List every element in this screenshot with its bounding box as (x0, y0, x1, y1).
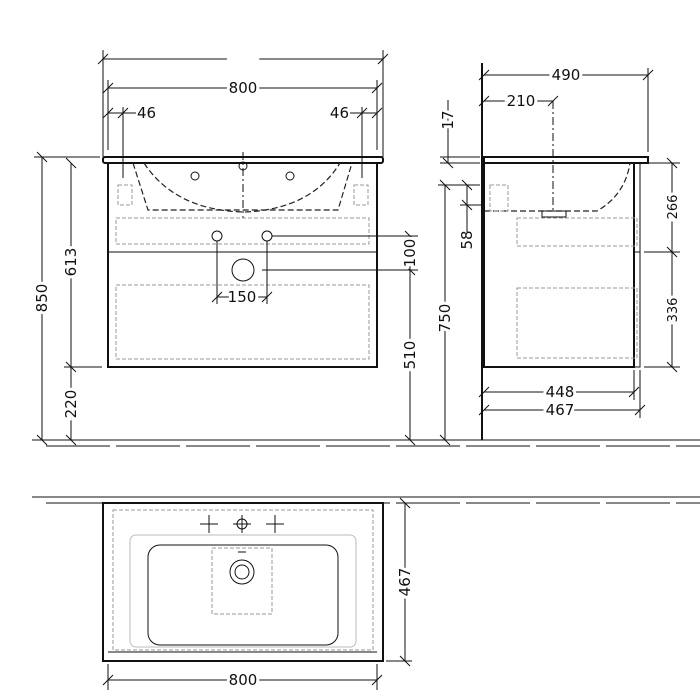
dim-448: 448 (546, 383, 575, 401)
cabinet-body (107, 162, 378, 368)
plan-drain-icon (229, 559, 255, 585)
tap-hole-icon (238, 161, 248, 171)
top-view (32, 496, 700, 662)
tap-cross-icon (200, 515, 218, 533)
dim-510: 510 (401, 341, 419, 370)
side-dimensions: 490 210 17 750 58 266 336 448 467 (433, 63, 684, 446)
dim-467-plan: 467 (396, 568, 414, 597)
dim-210: 210 (507, 92, 536, 110)
dim-750: 750 (436, 304, 454, 333)
floor-line (32, 439, 700, 447)
dim-17: 17 (439, 110, 457, 129)
waste-hole-icon (211, 230, 223, 242)
plan-countertop (102, 502, 384, 662)
side-basin-bowl (484, 162, 631, 212)
side-view (481, 63, 649, 440)
side-cabinet (483, 162, 635, 368)
top-dimensions: 467 800 (102, 497, 417, 692)
dim-850: 850 (33, 284, 51, 313)
drain-icon (231, 258, 255, 282)
dim-800-plan: 800 (229, 671, 258, 689)
dim-100: 100 (401, 239, 419, 268)
dim-58: 58 (458, 230, 476, 249)
dim-150: 150 (228, 288, 257, 306)
tap-cross-icon (266, 515, 284, 533)
front-view (102, 152, 384, 368)
drawer-front (633, 162, 641, 368)
dim-800: 800 (229, 79, 258, 97)
dim-336: 336 (666, 298, 681, 323)
plan-basin (147, 544, 339, 646)
dim-220: 220 (62, 390, 80, 419)
dim-830: 830 (229, 50, 258, 68)
dim-490: 490 (552, 66, 581, 84)
waste-hole-icon (261, 230, 273, 242)
dim-46-right: 46 (330, 104, 349, 122)
dim-46-left: 46 (137, 104, 156, 122)
dim-467: 467 (546, 401, 575, 419)
dim-266: 266 (666, 195, 681, 220)
dim-613: 613 (62, 248, 80, 277)
front-dimensions: 830 800 46 46 850 613 220 100 510 150 (30, 47, 422, 446)
